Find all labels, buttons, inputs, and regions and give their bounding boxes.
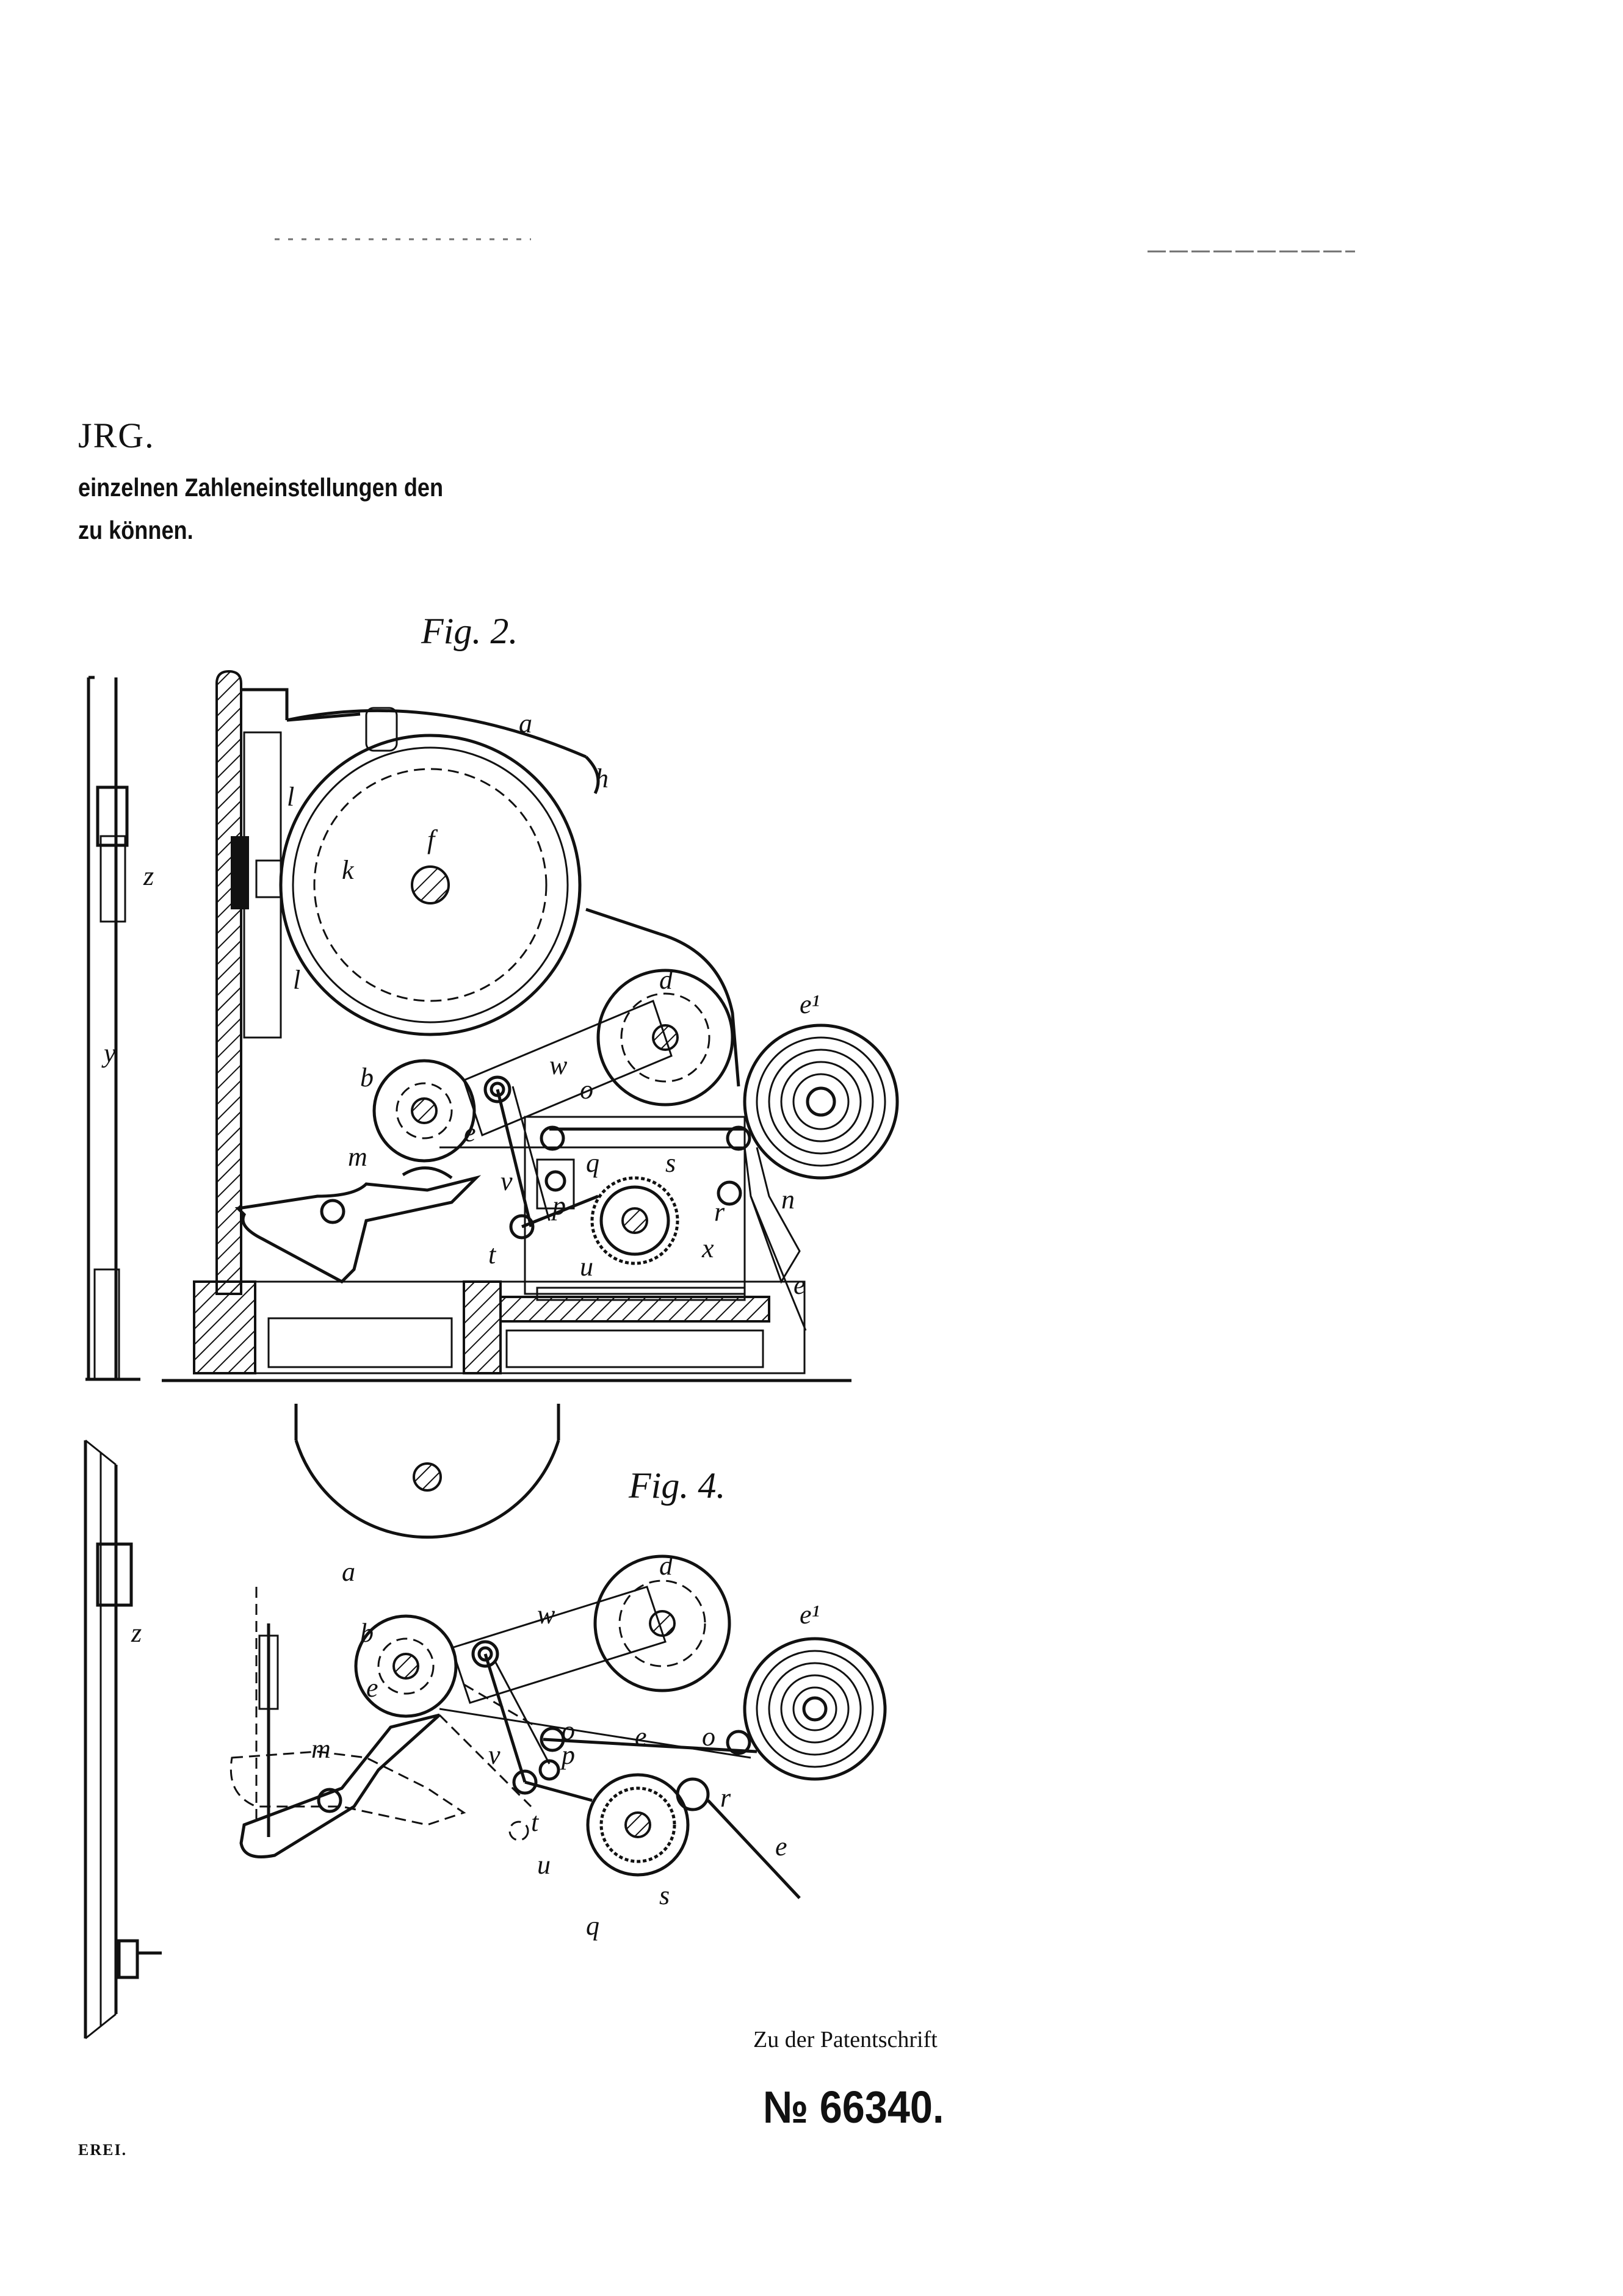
label-s: s [665,1148,676,1178]
fig2-lever-m [234,1175,482,1284]
label-v: v [501,1166,513,1196]
fig2-ratchet-gear [590,1176,679,1265]
label-e: e [464,1117,476,1147]
label-y: y [101,1038,116,1068]
figure-4-label: Fig. 4. [629,1465,726,1506]
fig4-label-t: t [531,1807,540,1837]
figure-4-drawing: a d e¹ w b e m o e o v p t u r s q e z [84,1404,887,2040]
fig4-lever-m [239,1713,441,1858]
fig4-label-m: m [311,1734,331,1764]
fig4-paper-roll-e1 [743,1637,887,1781]
label-o: o [580,1075,593,1105]
fig4-label-e-strip: e [775,1832,787,1861]
label-e1: e¹ [800,989,820,1019]
fig4-label-s: s [659,1880,670,1910]
label-p: p [551,1191,566,1221]
fig4-label-q: q [586,1911,599,1941]
printer-fragment: EREI. [78,2141,128,2159]
label-k: k [342,855,355,885]
fig4-label-o-right: o [702,1722,715,1752]
label-r: r [714,1197,725,1227]
patent-reference: Zu der Patentschrift [753,2027,938,2052]
fig2-slide-l [243,731,282,1039]
fig4-label-u: u [537,1850,551,1880]
subtitle-line-2: zu können. [78,516,193,544]
label-u: u [580,1252,593,1282]
subtitle-line-1: einzelnen Zahleneinstellungen den [78,473,444,502]
fig4-label-d: d [659,1551,673,1581]
fig4-label-e1: e¹ [800,1600,820,1630]
fig2-roller-b [372,1059,476,1163]
fig4-label-w: w [537,1600,555,1630]
label-l-bottom: l [293,965,300,995]
label-m: m [348,1142,367,1172]
header-fragment: JRG. [78,416,155,455]
label-l-top: l [287,782,294,812]
label-w: w [549,1050,568,1080]
label-x: x [701,1233,714,1263]
fig4-roller-b [354,1614,458,1718]
fig4-label-e-mid: e [635,1722,647,1752]
label-t: t [488,1240,497,1269]
fig4-label-o-left: o [562,1716,575,1745]
label-q: q [586,1148,599,1178]
fig4-label-a: a [342,1557,355,1587]
label-h: h [595,764,609,793]
fig4-label-z: z [131,1618,142,1648]
label-d: d [659,965,673,995]
figure-2-drawing: a h f k l l d e¹ b w o e m v q s p r t u… [85,670,899,1382]
fig4-left-fragment [84,1439,162,2040]
fig4-ratchet-gear [586,1773,690,1877]
label-z: z [143,861,154,891]
scan-marks [275,238,1355,253]
fig4-label-p: p [560,1740,575,1770]
fig2-left-fragment [85,676,140,1381]
patent-number: № 66340. [763,2082,944,2132]
figure-2-label: Fig. 2. [421,611,518,651]
fig4-roller-d [593,1554,731,1692]
label-e-strip: e [793,1270,806,1300]
fig2-paper-roll-e1 [743,1023,899,1180]
fig4-label-e-left: e [366,1673,378,1703]
fig2-frame-wall [215,670,242,1295]
fig4-label-b: b [360,1618,374,1648]
label-a: a [519,709,532,738]
fig4-drum-a [294,1404,560,1539]
fig2-drum-a [279,709,600,1036]
label-f: f [427,825,438,854]
fig4-label-v: v [488,1740,501,1770]
label-b: b [360,1063,374,1092]
label-n: n [781,1185,795,1215]
fig4-label-r: r [720,1783,731,1813]
